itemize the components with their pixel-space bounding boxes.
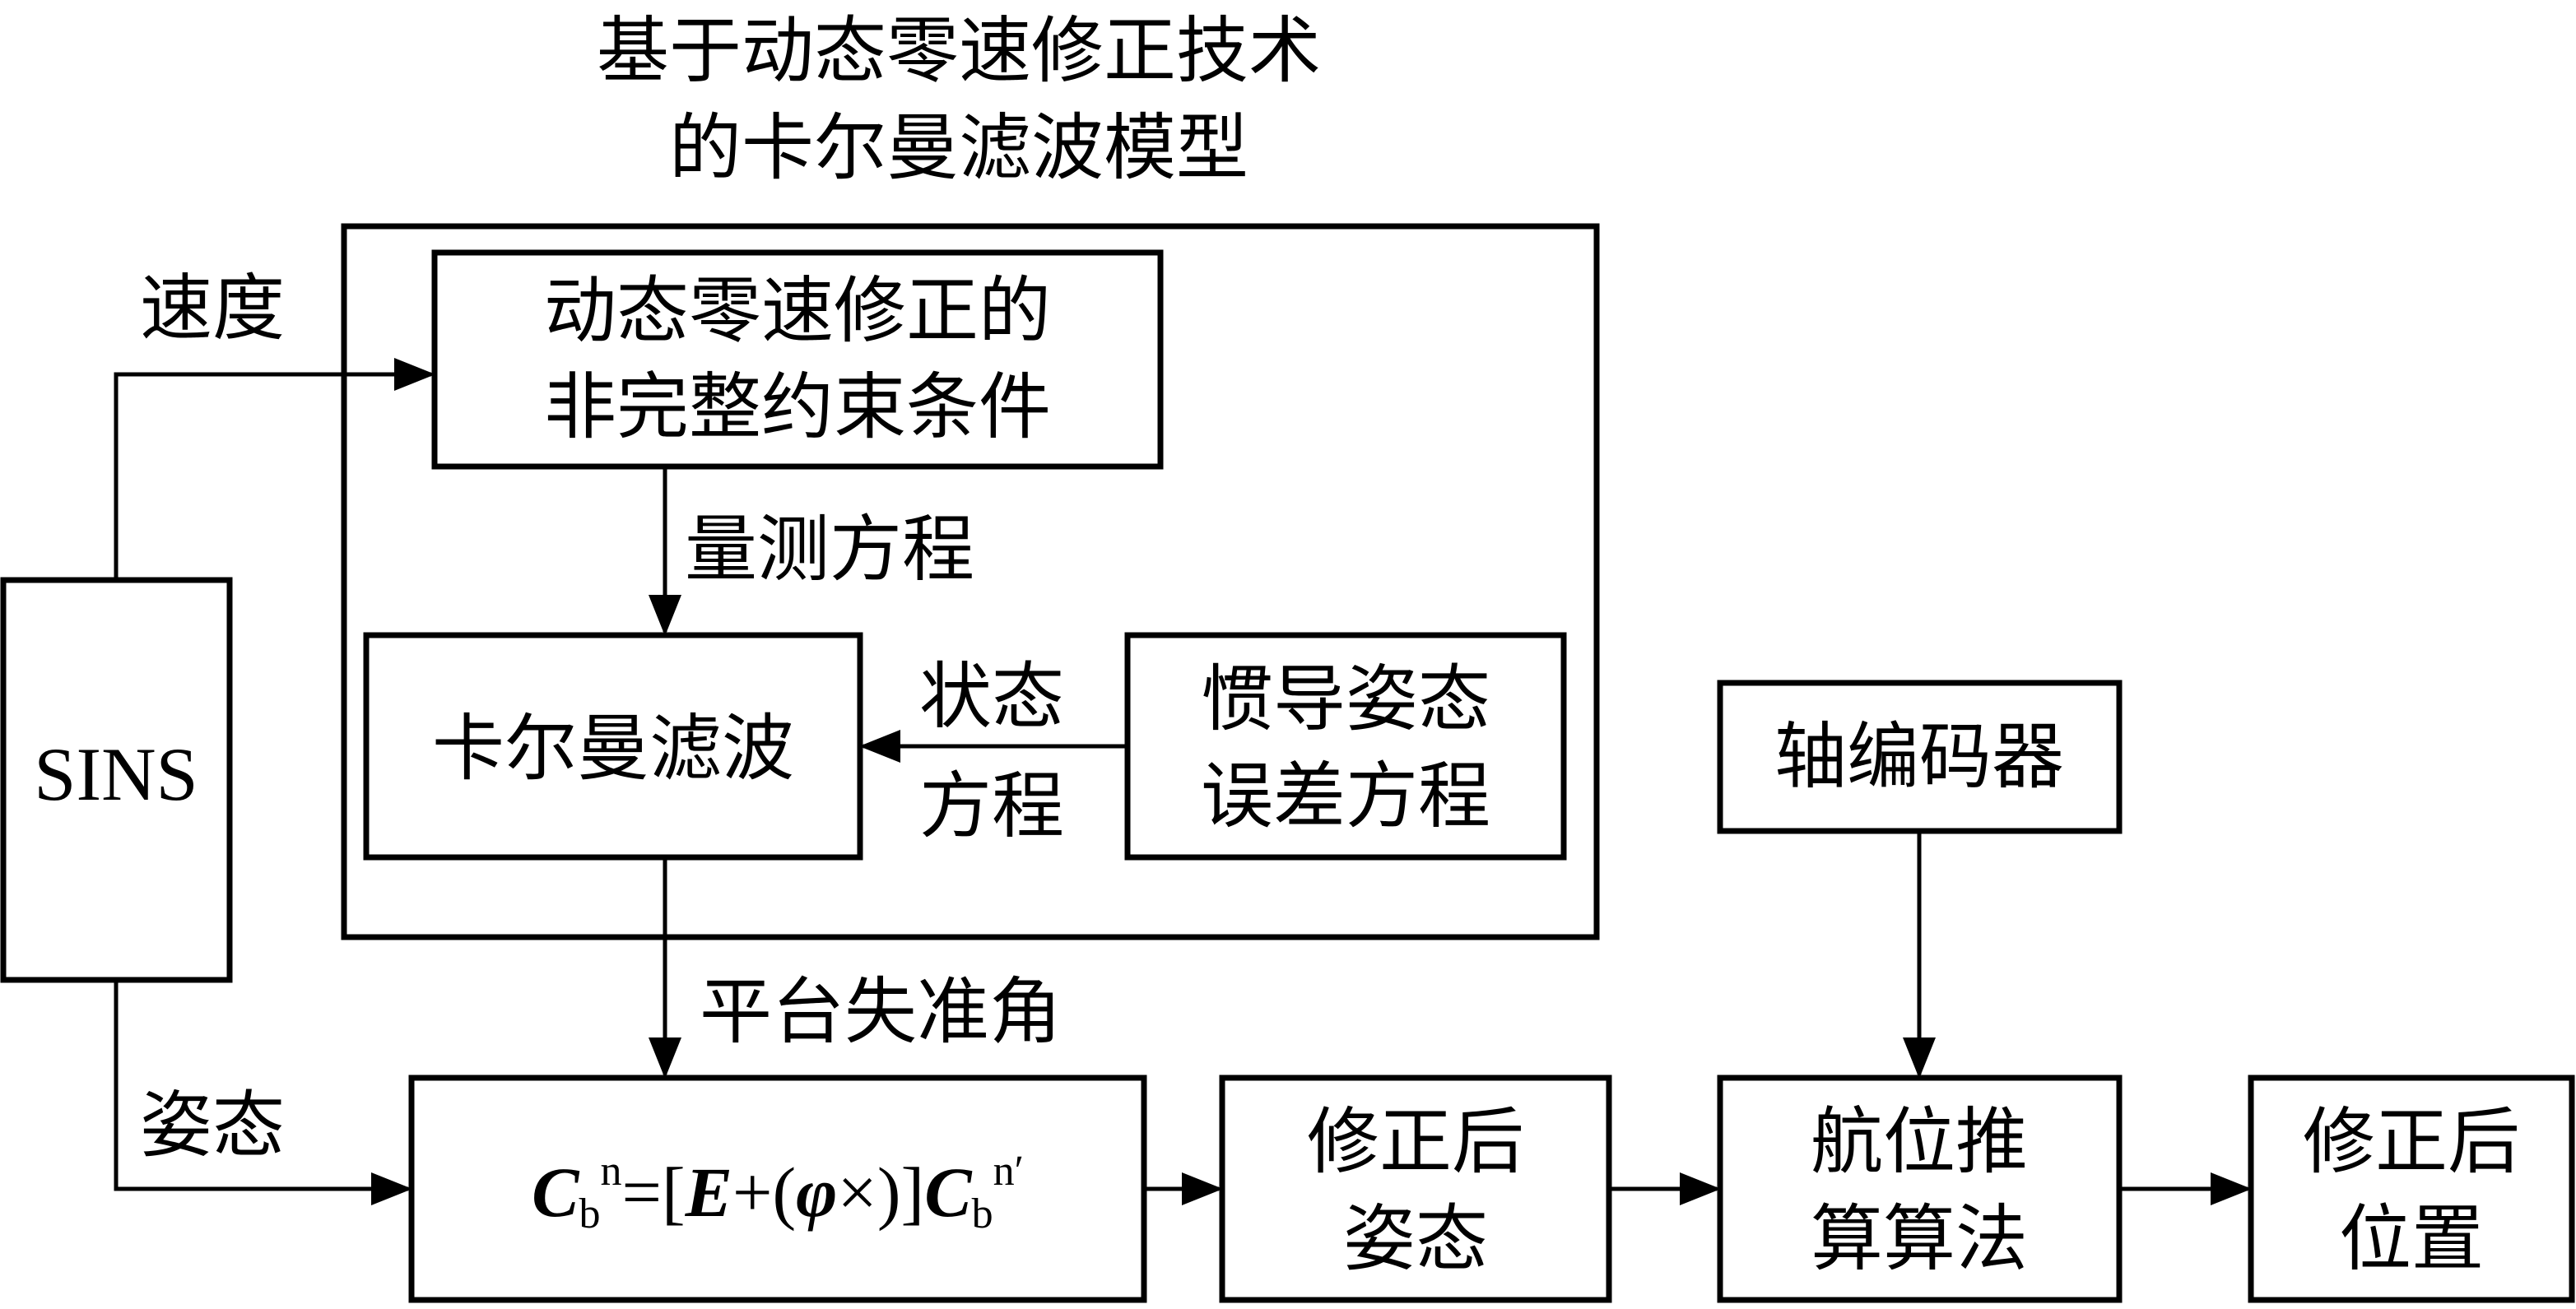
formula-n2: n′	[993, 1148, 1024, 1195]
formula-b2: b	[972, 1191, 993, 1237]
corrected-position-line1: 修正后	[2303, 1099, 2520, 1184]
formula-b1: b	[579, 1191, 600, 1237]
attitude-arrow	[114, 980, 412, 1205]
velocity-arrow	[114, 358, 435, 580]
formula-times: ×)]	[837, 1153, 924, 1232]
dead-reckoning-line2: 算算法	[1811, 1196, 2028, 1281]
edge-label-velocity: 速度	[140, 266, 285, 350]
formula-c1: C	[532, 1153, 580, 1232]
diagram-title-line2: 的卡尔曼滤波模型	[669, 105, 1248, 190]
encoder-label: 轴编码器	[1774, 714, 2064, 799]
kalman-filter-label: 卡尔曼滤波	[432, 706, 794, 791]
edge-label-state-line2: 方程	[919, 764, 1064, 848]
diagram-title-line1: 基于动态零速修正技术	[597, 8, 1321, 93]
constraint-label-line2: 非完整约束条件	[544, 364, 1051, 449]
sins-label: SINS	[34, 732, 198, 816]
formula-c2: C	[924, 1153, 973, 1232]
attitude-formula: Cbn=[E+(φ×)]Cbn′	[532, 1148, 1024, 1237]
corrected-attitude-line2: 姿态	[1343, 1196, 1488, 1281]
edge-label-measurement: 量测方程	[685, 507, 974, 592]
formula-phi: φ	[796, 1153, 837, 1232]
formula-mid: =[	[621, 1153, 685, 1232]
dead-reckoning-line1: 航位推	[1811, 1099, 2028, 1184]
formula-e: E	[685, 1153, 732, 1232]
corrected-attitude-line1: 修正后	[1307, 1099, 1524, 1184]
edge-label-state-line1: 状态	[919, 654, 1064, 739]
formula-n1: n	[600, 1148, 621, 1195]
error-equation-line2: 误差方程	[1201, 754, 1490, 838]
corrected-position-line2: 位置	[2339, 1196, 2484, 1281]
formula-plus: +(	[732, 1153, 796, 1232]
kalman-model-frame	[341, 223, 1600, 940]
error-equation-line1: 惯导姿态	[1201, 657, 1490, 741]
edge-label-attitude: 姿态	[140, 1083, 285, 1167]
edge-label-misalignment: 平台失准角	[700, 969, 1062, 1054]
constraint-label-line1: 动态零速修正的	[544, 268, 1051, 353]
